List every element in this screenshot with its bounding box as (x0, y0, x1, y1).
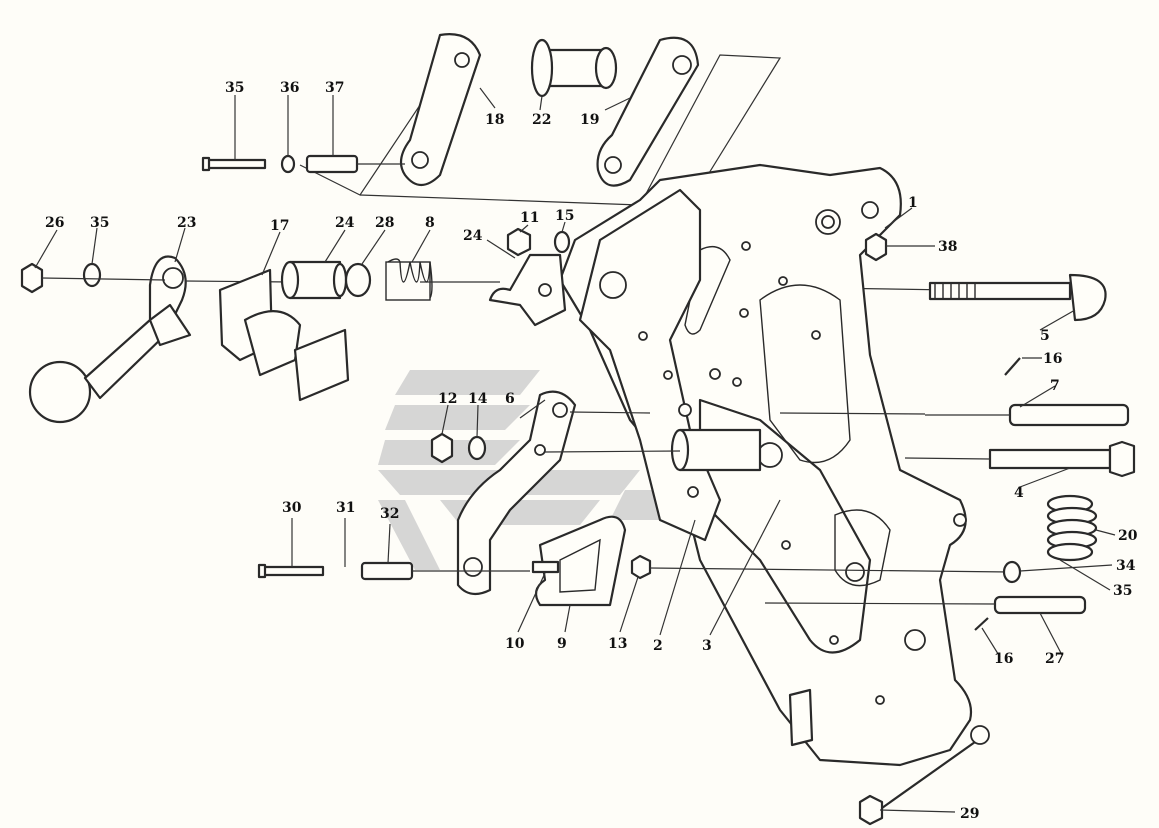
part-9-bracket (534, 515, 627, 607)
pin-set-35-36-37 (201, 154, 405, 174)
callout-23: 24 (463, 228, 483, 244)
callout-13: 13 (608, 636, 627, 652)
part-33-washer (1002, 560, 1022, 584)
leader-lines (34, 87, 1116, 813)
callout-1: 1 (908, 195, 918, 211)
callout-35-top: 35 (225, 80, 244, 96)
part-24-bushing (280, 260, 348, 300)
callout-33: 34 (1116, 558, 1136, 574)
part-5-bolt (928, 273, 1107, 322)
callout-14: 14 (468, 391, 488, 407)
part-28-ring (344, 262, 372, 298)
pivot-shaft (670, 428, 762, 472)
callout-17: 17 (270, 218, 289, 234)
callout-15: 15 (555, 208, 574, 224)
callout-35-left: 35 (90, 215, 109, 231)
callout-18: 18 (485, 112, 504, 128)
part-3-plate (698, 398, 872, 654)
part-18-link (399, 33, 482, 187)
part-4-bolt (544, 440, 1136, 478)
part-22-lever (28, 255, 192, 424)
part-7-pin (569, 403, 1130, 427)
callout-2: 2 (653, 638, 663, 654)
mount-tab (788, 688, 814, 747)
part-17-bracket (218, 268, 350, 402)
pin-set-30-31-32 (257, 561, 1011, 581)
callout-labels: 35 36 37 18 22 19 26 35 23 17 24 28 8 11… (45, 80, 1138, 822)
callout-31: 31 (336, 500, 355, 516)
callout-11: 11 (520, 210, 539, 226)
callout-20: 20 (1118, 528, 1138, 544)
callout-10: 10 (505, 636, 525, 652)
bolt-10-nut-13 (531, 554, 652, 580)
callout-30: 30 (282, 500, 302, 516)
callout-38: 38 (938, 239, 957, 255)
callout-16-top: 16 (1043, 351, 1062, 367)
part-16-cotter-top (1004, 357, 1021, 376)
part-19-link (596, 36, 700, 187)
part-8-spring (385, 258, 433, 301)
callout-26: 26 (45, 215, 64, 231)
part-20-spring (1046, 494, 1098, 562)
callout-37: 37 (325, 80, 344, 96)
part-23-cam (488, 253, 567, 327)
callout-29: 29 (960, 806, 979, 822)
callout-32: 32 (380, 506, 399, 522)
callout-5: 5 (1040, 328, 1050, 344)
callout-3: 3 (702, 638, 712, 654)
bolt-26-washer-35 (20, 262, 291, 294)
callout-27: 27 (1045, 651, 1064, 667)
callout-6: 6 (505, 391, 515, 407)
callout-12: 12 (438, 391, 457, 407)
callout-7: 7 (1050, 378, 1060, 394)
callout-8: 8 (425, 215, 435, 231)
callout-28: 28 (375, 215, 394, 231)
callout-9: 9 (557, 636, 567, 652)
part-29-bolt (858, 741, 976, 826)
callout-34: 35 (1113, 583, 1132, 599)
callout-36: 36 (280, 80, 299, 96)
callout-24: 24 (335, 215, 355, 231)
part-11-nut (506, 227, 532, 257)
callout-16-bottom: 16 (994, 651, 1013, 667)
part-21-bushing (530, 38, 618, 98)
callout-4: 4 (1014, 485, 1024, 501)
callout-21: 22 (532, 112, 551, 128)
part-16-cotter-bottom (974, 617, 989, 631)
part-38-nut (864, 232, 888, 262)
callout-22: 23 (177, 215, 196, 231)
callout-19: 19 (580, 112, 599, 128)
part-15-washer (553, 230, 571, 254)
nuts-12-14 (430, 432, 487, 464)
